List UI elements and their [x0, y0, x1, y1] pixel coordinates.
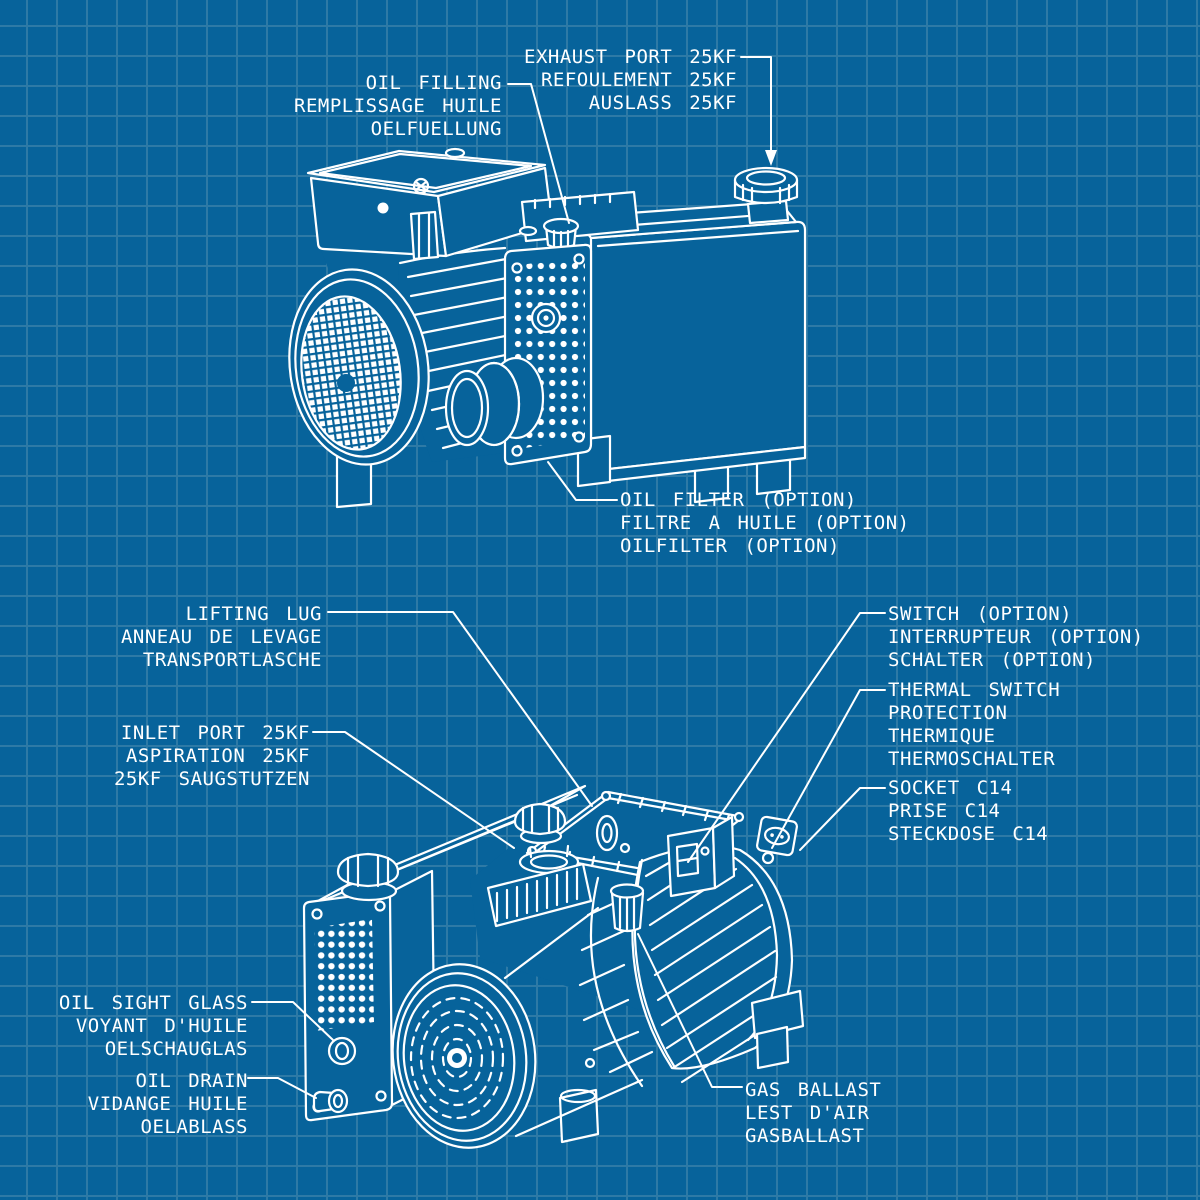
callout-line: OIL SIGHT GLASS [58, 992, 248, 1014]
callout-line: REFOULEMENT 25KF [540, 69, 737, 91]
callout-line: OILFILTER (OPTION) [620, 535, 840, 557]
callout-inlet-port: INLET PORT 25KF ASPIRATION 25KF 25KF SAU… [114, 722, 310, 791]
oil-reservoir-tank [589, 220, 807, 473]
callout-line: LIFTING LUG [185, 603, 322, 625]
callout-line: SWITCH (OPTION) [888, 603, 1073, 625]
pump-drawing-bottom [247, 611, 886, 1149]
oil-drain-fitting [312, 1088, 349, 1114]
callout-line: GAS BALLAST [745, 1079, 882, 1101]
oil-filling-leader [507, 83, 570, 224]
thermal-switch-leader [771, 689, 886, 849]
fan-cover [288, 268, 430, 466]
oil-filter-leader [547, 461, 618, 501]
callout-line: OELSCHAUGLAS [104, 1038, 248, 1060]
leader-lines-top [507, 56, 777, 501]
callout-line: PRISE C14 [888, 800, 1001, 822]
callout-exhaust-port: EXHAUST PORT 25KF REFOULEMENT 25KF AUSLA… [524, 46, 737, 115]
exhaust-port-cap [733, 166, 799, 225]
exhaust-leader [740, 56, 772, 155]
callout-oil-filling: OIL FILLING REMPLISSAGE HUILE OELFUELLUN… [294, 72, 502, 141]
callout-line: INTERRUPTEUR (OPTION) [888, 626, 1144, 648]
callout-line: LEST D'AIR [745, 1102, 870, 1124]
callout-oil-sight-glass: OIL SIGHT GLASS VOYANT D'HUILE OELSCHAUG… [59, 992, 248, 1061]
lifting-lug-eyelet [595, 814, 631, 854]
terminal-box [666, 815, 798, 898]
callout-switch: SWITCH (OPTION) INTERRUPTEUR (OPTION) SC… [888, 603, 1144, 672]
callout-line: THERMAL SWITCH [888, 679, 1061, 701]
oil-sight-glass-leader [251, 1001, 334, 1041]
callout-line: THERMIQUE [888, 725, 996, 747]
callout-oil-filter: OIL FILTER (OPTION) FILTRE A HUILE (OPTI… [620, 489, 910, 558]
pump-cylinder-face [391, 906, 644, 1149]
top-box [306, 147, 554, 261]
oil-sight-glass [327, 1036, 357, 1066]
power-socket-c14 [756, 815, 798, 857]
callout-line: OIL DRAIN [135, 1070, 248, 1092]
fan-hub [337, 374, 355, 392]
callout-line: STECKDOSE C14 [888, 823, 1049, 845]
callout-gas-ballast: GAS BALLAST LEST D'AIR GASBALLAST [745, 1079, 881, 1148]
callout-line: VOYANT D'HUILE [75, 1015, 248, 1037]
finned-block [486, 862, 593, 928]
callout-line: OIL FILLING [365, 72, 502, 94]
callout-line: FILTRE A HUILE (OPTION) [620, 512, 910, 534]
callout-line: SOCKET C14 [888, 777, 1013, 799]
callout-line: 25KF SAUGSTUTZEN [113, 768, 310, 790]
callout-line: OELFUELLUNG [370, 118, 502, 140]
callout-line: EXHAUST PORT 25KF [524, 46, 737, 68]
thermal-switch-button [761, 851, 775, 865]
gas-ballast-leader [637, 933, 743, 1088]
callout-thermal-switch: THERMAL SWITCH PROTECTION THERMIQUE THER… [888, 679, 1060, 771]
pump-drawing-top [288, 56, 807, 509]
tank-cap [336, 852, 400, 902]
callout-line: OELABLASS [140, 1116, 248, 1138]
callout-line: GASBALLAST [745, 1125, 865, 1147]
manifold [518, 190, 640, 250]
callout-line: ANNEAU DE LEVAGE [120, 626, 322, 648]
callout-line: ASPIRATION 25KF [125, 745, 310, 767]
callout-lifting-lug: LIFTING LUG ANNEAU DE LEVAGE TRANSPORTLA… [121, 603, 322, 672]
socket-leader [799, 787, 886, 851]
callout-line: AUSLASS 25KF [588, 92, 737, 114]
oil-filter [444, 356, 545, 447]
inlet-port-leader [312, 731, 515, 849]
callout-oil-drain: OIL DRAIN VIDANGE HUILE OELABLASS [88, 1070, 248, 1139]
switch-leader [687, 612, 886, 863]
callout-line: VIDANGE HUILE [87, 1093, 248, 1115]
callout-line: REMPLISSAGE HUILE [294, 95, 502, 117]
callout-line: THERMOSCHALTER [888, 748, 1056, 770]
lifting-lug-leader [327, 611, 593, 807]
gas-ballast-knob [609, 883, 645, 933]
callout-line: SCHALTER (OPTION) [888, 649, 1096, 671]
callout-line: OIL FILTER (OPTION) [620, 489, 857, 511]
callout-line: PROTECTION [888, 702, 1008, 724]
leader-lines-bottom [247, 611, 886, 1099]
oil-drain-leader [247, 1077, 317, 1099]
motor [578, 843, 805, 1088]
callout-line: TRANSPORTLASCHE [142, 649, 322, 671]
callout-socket: SOCKET C14 PRISE C14 STECKDOSE C14 [888, 777, 1048, 846]
tank-vent-holes [314, 919, 374, 1031]
exhaust-arrow-icon [765, 150, 777, 166]
callout-line: INLET PORT 25KF [120, 722, 310, 744]
